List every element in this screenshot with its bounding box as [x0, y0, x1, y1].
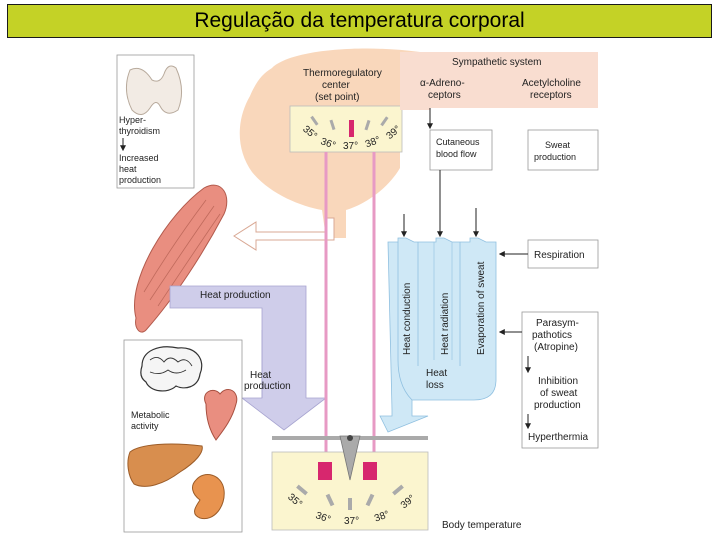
sympathetic-system-band: Sympathetic system α-Adreno- ceptors Ace… — [400, 52, 598, 110]
page-title: Regulação da temperatura corporal — [194, 9, 525, 32]
kidney-icon — [192, 474, 225, 520]
inhibition-sweat-label: Inhibition of sweat production — [534, 376, 581, 411]
set-point-scale-box — [289, 105, 403, 153]
metabolic-activity-label: Metabolic activity — [131, 410, 172, 431]
increased-heat-production-label: Increased heat production — [119, 153, 161, 185]
thyroid-gland-icon — [126, 65, 182, 115]
muscle-illustration — [134, 184, 228, 333]
alpha-adrenoceptors-label: α-Adreno- ceptors — [420, 78, 467, 101]
muscle-icon — [134, 184, 228, 333]
heat-radiation-label: Heat radiation — [440, 293, 451, 355]
hyperthermia-label: Hyperthermia — [528, 432, 588, 443]
parasympathetics-label: Parasym- pathotics (Atropine) — [532, 318, 582, 353]
brain-icon — [140, 346, 203, 392]
sweat-production-label: Sweat production — [534, 140, 576, 162]
cutaneous-blood-flow-label: Cutaneous blood flow — [436, 137, 482, 159]
scale-top-36: 36° — [319, 136, 337, 152]
sympathetic-system-label: Sympathetic system — [452, 57, 541, 68]
cutaneous-blood-flow-box: Cutaneous blood flow — [429, 129, 493, 171]
sweat-production-box: Sweat production — [527, 129, 599, 171]
scale-bottom-38: 38° — [373, 509, 391, 525]
heart-icon — [204, 389, 238, 441]
body-temperature-scale: 35° 36° 37° 38° 39° — [271, 435, 429, 531]
respiration-box: Respiration — [527, 239, 599, 269]
scale-top-38: 38° — [364, 135, 382, 151]
liver-icon — [127, 443, 203, 487]
respiration-label: Respiration — [534, 250, 585, 261]
scale-top-37: 37° — [343, 141, 358, 152]
heat-production-bottom-label: Heat production — [244, 370, 291, 392]
heat-conduction-label: Heat conduction — [402, 283, 413, 355]
set-point-marker — [349, 120, 354, 137]
evaporation-of-sweat-label: Evaporation of sweat — [476, 261, 487, 355]
title-banner: Regulação da temperatura corporal — [7, 4, 712, 38]
scale-bottom-37: 37° — [344, 516, 359, 527]
brain-section: Thermoregulatory center (set point) 35° … — [239, 48, 420, 239]
thyroid-panel: Hyper- thyroidism Increased heat product… — [116, 54, 195, 189]
heat-loss-arrow: Heat conduction Heat radiation Evaporati… — [379, 237, 497, 433]
scale-bottom-36: 36° — [314, 510, 332, 526]
metabolic-panel: Metabolic activity — [123, 339, 243, 533]
parasympathetics-box: Parasym- pathotics (Atropine) Inhibition… — [521, 311, 599, 449]
heat-loss-label: Heat loss — [426, 368, 450, 391]
acetylcholine-receptors-label: Acetylcholine receptors — [522, 78, 584, 101]
heat-production-arrow: Heat production Heat production — [169, 285, 328, 431]
thermoregulatory-center-label: Thermoregulatory center (set point) — [303, 68, 385, 103]
body-temperature-label: Body temperature — [442, 520, 522, 531]
hyperthyroidism-label: Hyper- thyroidism — [119, 115, 160, 136]
heat-production-label: Heat production — [200, 290, 271, 301]
brain-to-muscle-arrow — [233, 217, 335, 251]
